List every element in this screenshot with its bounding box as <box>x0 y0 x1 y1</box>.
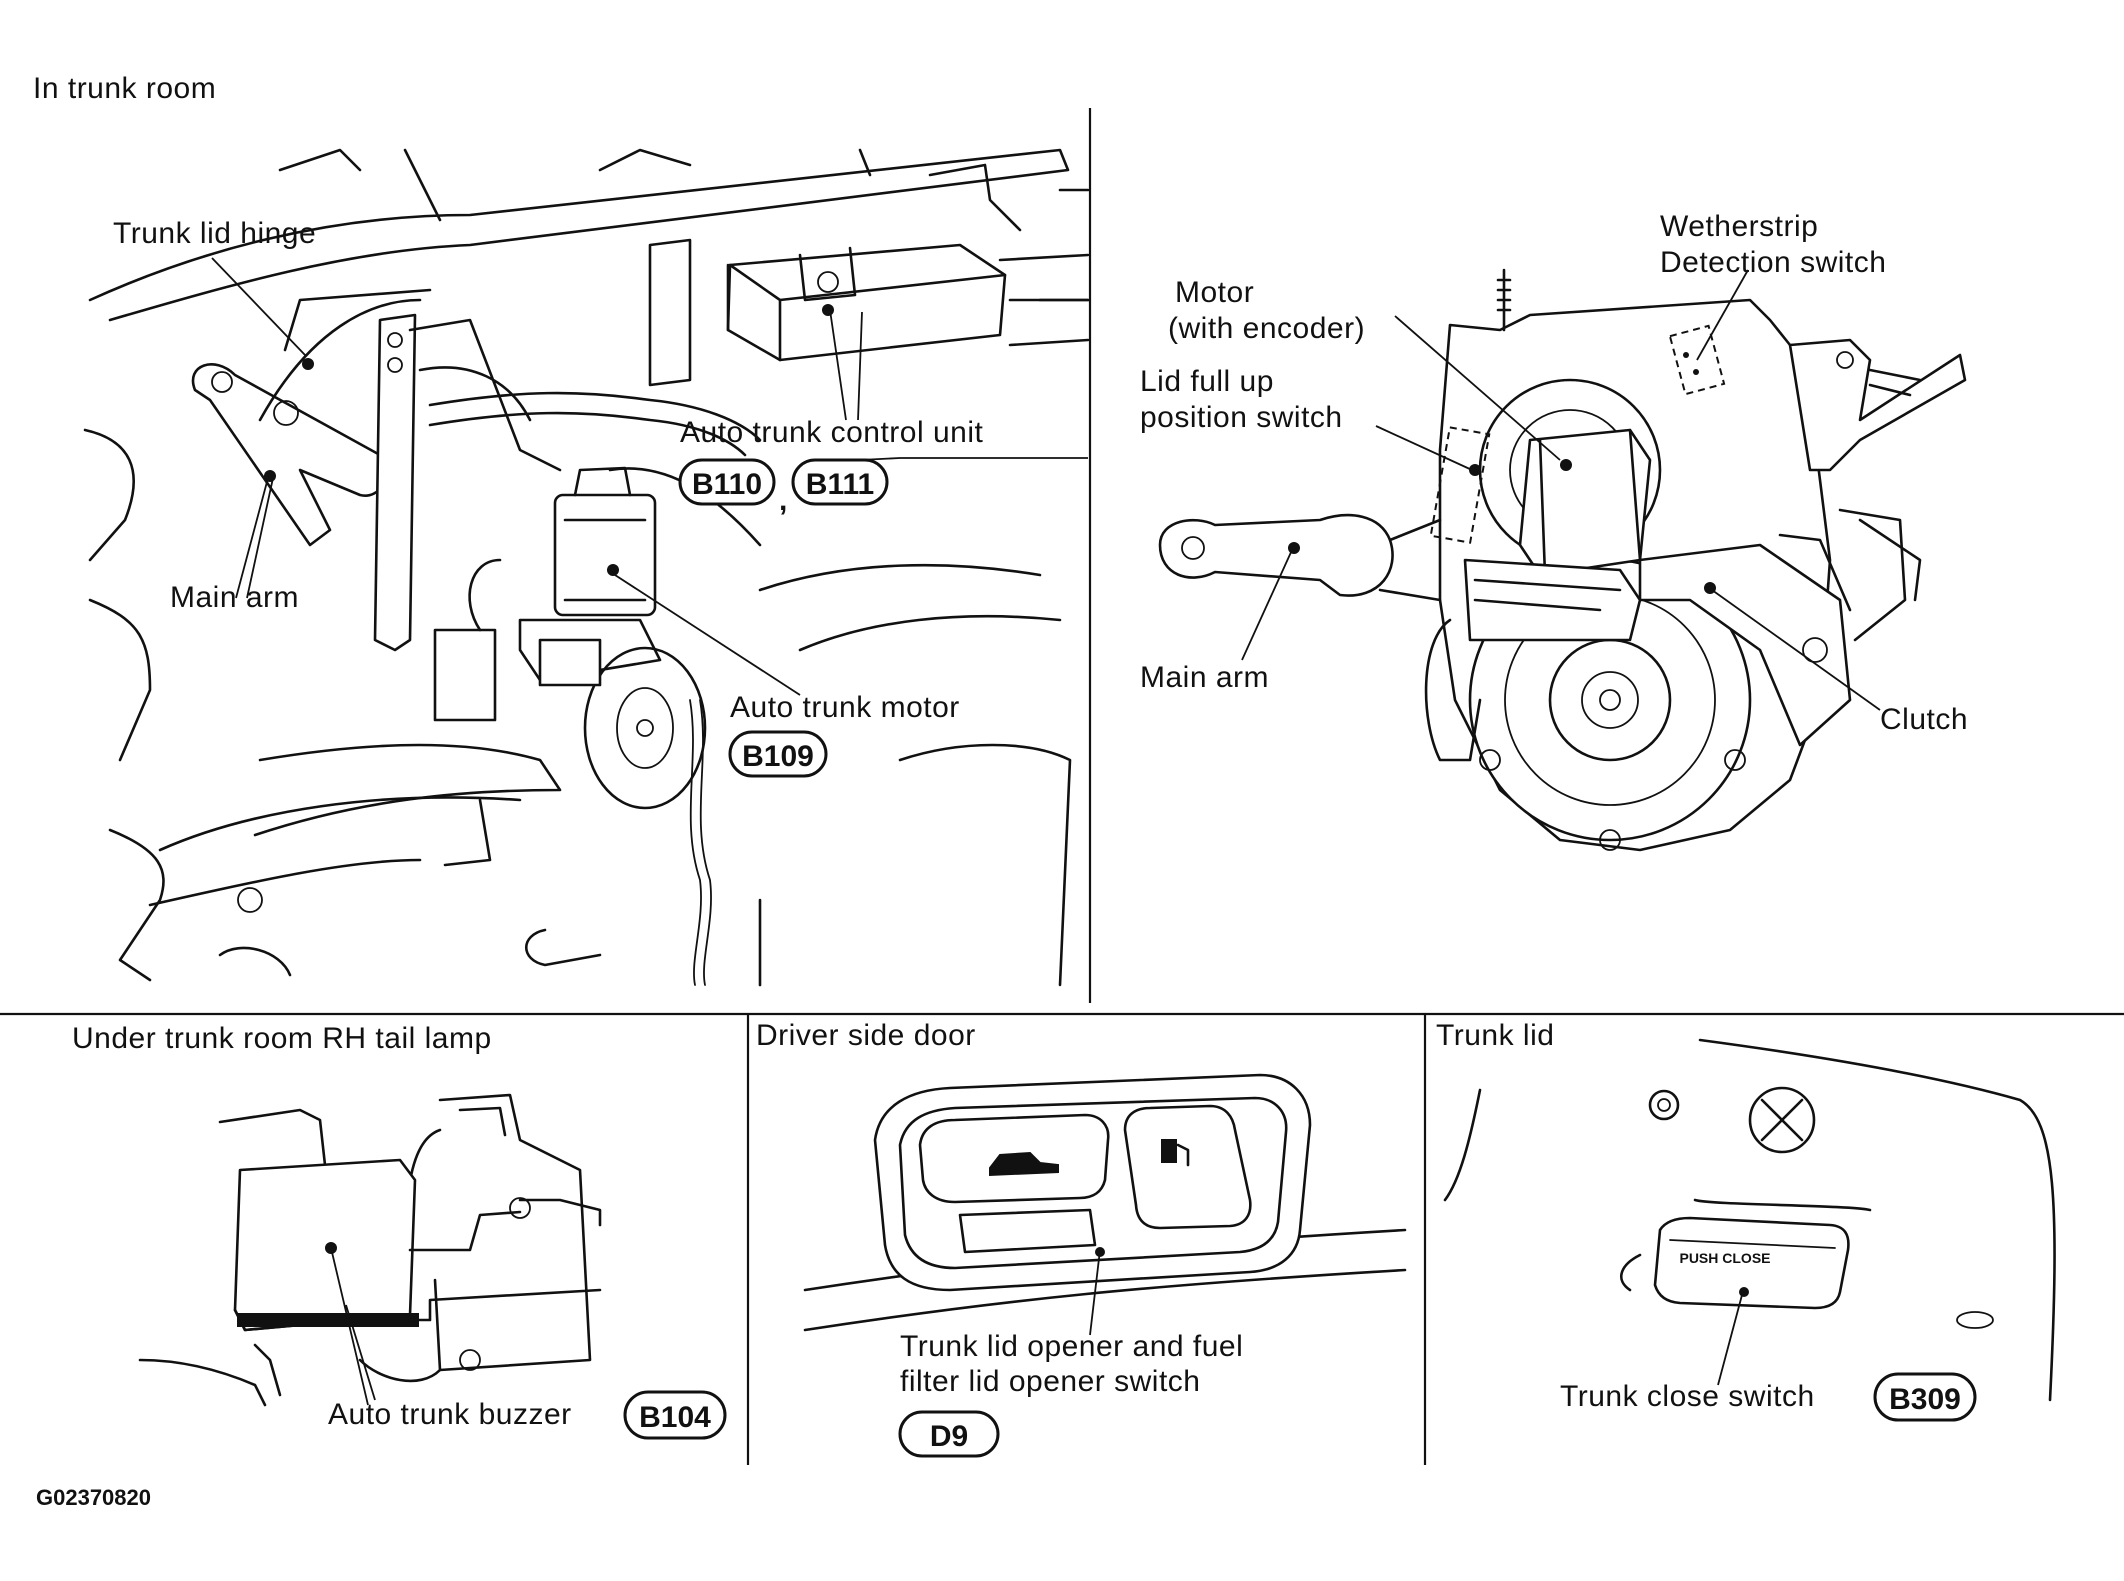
label-lid-switch-line2: position switch <box>1140 401 1343 434</box>
connector-b104-text: B104 <box>639 1401 711 1434</box>
panel-title-tail-lamp: Under trunk room RH tail lamp <box>72 1022 492 1055</box>
label-motor-line2: (with encoder) <box>1168 312 1365 345</box>
connector-separator: , <box>779 484 787 517</box>
panel-trunk-room: In trunk room <box>33 72 1090 987</box>
connector-badge-b309: B309 <box>1873 1372 1977 1422</box>
label-auto-trunk-control-unit: Auto trunk control unit <box>680 416 983 449</box>
connector-b110-text: B110 <box>692 468 762 501</box>
connector-d9-text: D9 <box>930 1420 968 1453</box>
connector-badge-b110: B110 <box>678 458 776 506</box>
label-clutch: Clutch <box>1880 703 1968 736</box>
connector-b109-text: B109 <box>742 740 814 773</box>
label-auto-trunk-motor: Auto trunk motor <box>730 691 960 724</box>
connector-badge-d9: D9 <box>898 1410 1000 1458</box>
panel-trunk-lid: Trunk lid PUSH CLOSE Trunk close switch … <box>1436 1019 2056 1422</box>
connector-badge-b104: B104 <box>623 1390 727 1440</box>
connector-b111-text: B111 <box>806 468 874 501</box>
connector-badge-b111: B111 <box>791 458 889 506</box>
connector-badge-b109: B109 <box>728 730 828 778</box>
panel-dividers <box>0 108 2124 1465</box>
push-close-marking: PUSH CLOSE <box>1679 1250 1770 1266</box>
panel-title-driver-door: Driver side door <box>756 1019 976 1052</box>
panel-motor-detail: Wetherstrip Detection switch Motor (with… <box>1140 210 1968 852</box>
label-opener-line1: Trunk lid opener and fuel <box>900 1330 1243 1363</box>
label-lid-switch-line1: Lid full up <box>1140 365 1274 398</box>
opener-switch-illustration <box>803 1073 1407 1336</box>
label-weatherstrip-line1: Wetherstrip <box>1660 210 1818 243</box>
panel-title-trunk-lid: Trunk lid <box>1436 1019 1554 1052</box>
close-switch-illustration <box>1443 1038 2056 1402</box>
label-trunk-lid-hinge: Trunk lid hinge <box>113 217 316 250</box>
label-main-arm-left: Main arm <box>170 581 299 614</box>
label-opener-line2: filter lid opener switch <box>900 1365 1200 1398</box>
trunk-room-illustration <box>83 148 1090 987</box>
panel-tail-lamp: Under trunk room RH tail lamp Auto trunk… <box>72 1022 727 1440</box>
label-weatherstrip-line2: Detection switch <box>1660 246 1886 279</box>
label-trunk-close-switch: Trunk close switch <box>1560 1380 1815 1413</box>
buzzer-illustration <box>138 1093 602 1407</box>
figure-id: G02370820 <box>36 1485 151 1510</box>
panel-driver-door: Driver side door Trunk lid opener and fu… <box>756 1019 1407 1458</box>
label-motor-line1: Motor <box>1175 276 1254 309</box>
panel-title-trunk-room: In trunk room <box>33 72 216 105</box>
label-main-arm-right: Main arm <box>1140 661 1269 694</box>
label-auto-trunk-buzzer: Auto trunk buzzer <box>328 1398 572 1431</box>
connector-b309-text: B309 <box>1889 1383 1961 1416</box>
motor-assembly-illustration <box>1158 268 1967 852</box>
